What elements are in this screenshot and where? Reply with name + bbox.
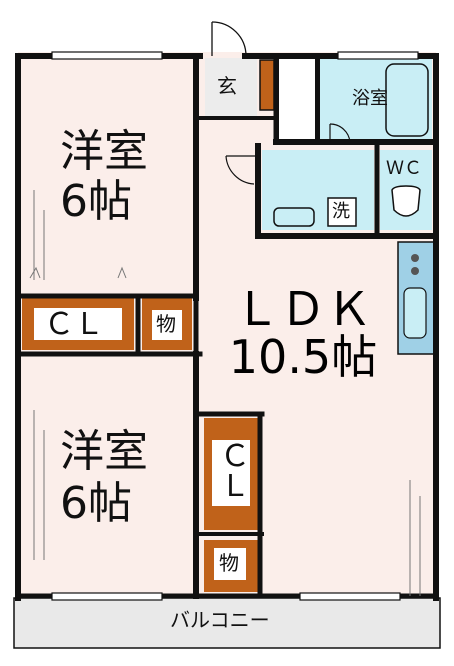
bathroom-label: 浴室 (352, 88, 388, 109)
washroom-door (225, 155, 258, 185)
stove-burner-1 (411, 254, 419, 262)
room-doors (29, 190, 421, 596)
washing-machine-box (327, 197, 357, 227)
shoe-cabinet (259, 59, 275, 111)
windows (51, 51, 419, 601)
toilet-label: ＷＣ (386, 158, 422, 179)
storage-bottom-label-bg (214, 548, 246, 580)
pipe-space (277, 57, 317, 143)
washroom-label: 洗 (332, 201, 350, 222)
stove-burner-2 (411, 267, 419, 275)
ldk-label-group: ＬＤＫ 10.5帖 (228, 285, 378, 382)
bathroom-door (329, 123, 351, 143)
closet-left-label-bg (34, 308, 122, 340)
balcony-label: バルコニー (170, 608, 270, 632)
storage-middle-label-bg (152, 310, 182, 340)
western-room-bottom-size: 6帖 (60, 478, 132, 529)
entrance-floor (205, 58, 257, 116)
toilet-bowl (391, 185, 421, 217)
western-room-top-name: 洋室 (60, 126, 148, 177)
washbasin (273, 207, 315, 227)
western-room-bottom-name: 洋室 (60, 426, 148, 477)
ldk-size: 10.5帖 (228, 330, 378, 385)
closet-left-label: ＣＬ (44, 307, 104, 342)
storage-middle-label: 物 (156, 312, 176, 336)
storage-bottom-label: 物 (219, 551, 239, 575)
entrance-label: 玄 (217, 74, 237, 98)
closet-right-label: ＣＬ (214, 440, 249, 500)
bathtub (385, 63, 429, 137)
western-room-top-size: 6帖 (60, 176, 132, 227)
balcony-area (13, 597, 441, 649)
kitchen-sink (403, 287, 427, 339)
front-door (211, 21, 247, 57)
ldk-name: ＬＤＫ (234, 282, 372, 336)
closet-right-label-bg (212, 440, 250, 506)
